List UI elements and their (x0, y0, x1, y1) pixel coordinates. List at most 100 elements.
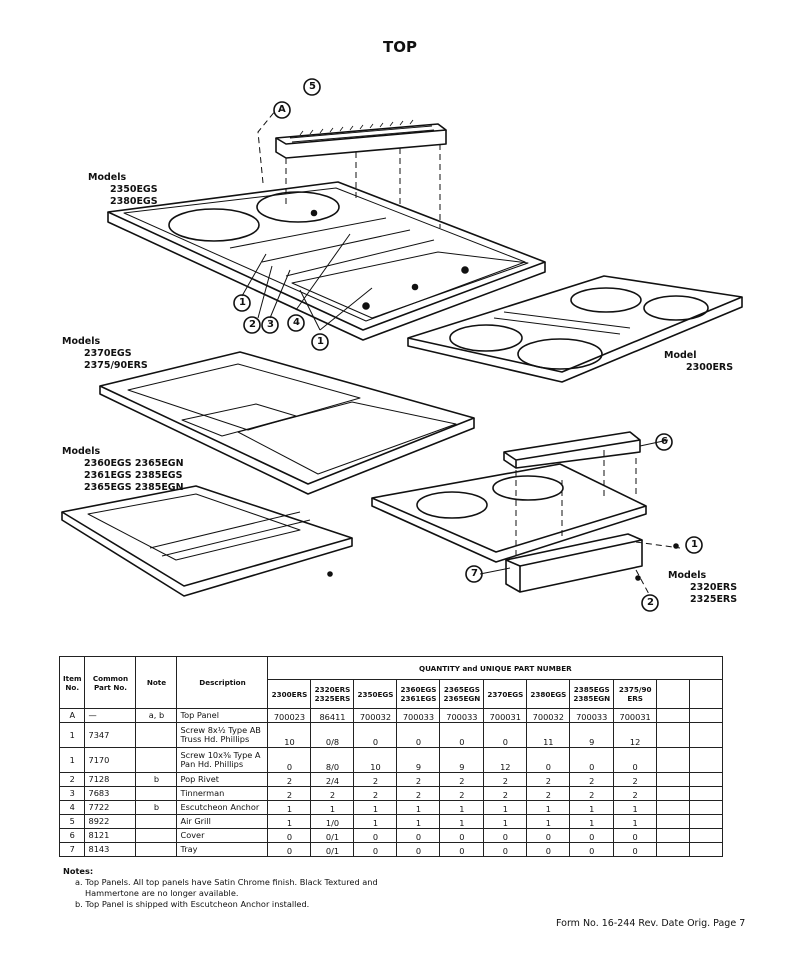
quantity-cell: 0 (569, 828, 615, 843)
note-a-cont: Hammertone are no longer available. (85, 888, 239, 898)
quantity-cell: 0/1 (310, 842, 355, 857)
quantity-cell: 11 (526, 722, 571, 748)
part-number-cell: 7128 (84, 772, 137, 787)
note-cell: b (135, 772, 178, 787)
description-cell: Top Panel (176, 708, 269, 723)
quantity-cell: 2 (310, 786, 355, 801)
item-cell: 7 (58, 842, 86, 857)
quantity-cell: 700033 (439, 708, 485, 723)
quantity-cell: 2 (526, 786, 571, 801)
quantity-cell: 1 (526, 800, 571, 815)
quantity-cell: 1 (396, 800, 441, 815)
quantity-cell: 1 (569, 800, 615, 815)
description-cell: Screw 10x⅜ Type A Pan Hd. Phillips (176, 747, 269, 773)
quantity-cell: 0 (526, 842, 571, 857)
description-cell: Tinnerman (176, 786, 269, 801)
empty-cell (689, 842, 724, 857)
quantity-cell: 0 (613, 828, 658, 843)
header-model: 2385EGS 2385EGN (569, 679, 615, 709)
quantity-cell: 0 (267, 828, 312, 843)
part-number-cell: 7347 (84, 722, 137, 748)
header-model: 2365EGS 2365EGN (439, 679, 485, 709)
quantity-cell: 0 (483, 828, 528, 843)
quantity-cell: 2 (439, 772, 485, 787)
quantity-cell: 1 (267, 800, 312, 815)
quantity-cell: 1 (613, 814, 658, 829)
header-empty (656, 679, 691, 709)
notes-heading: Notes: (63, 866, 94, 876)
model-label-2300: Model 2300ERS (664, 350, 734, 373)
note-cell (135, 722, 178, 748)
callout-1c: 1 (691, 539, 698, 550)
top-panel-2370egs (99, 351, 475, 495)
quantity-cell: 1 (613, 800, 658, 815)
model-label-2350: Models 2350EGS 2380EGS (88, 172, 158, 207)
tray (505, 533, 643, 593)
quantity-cell: 0 (353, 842, 398, 857)
header-model: 2300ERS (267, 679, 312, 709)
quantity-cell: 700023 (267, 708, 312, 723)
note-cell (135, 747, 178, 773)
quantity-cell: 0 (439, 828, 485, 843)
note-cell (135, 786, 178, 801)
header-note: Note (135, 656, 178, 709)
quantity-cell: 12 (613, 722, 658, 748)
quantity-cell: 2 (396, 786, 441, 801)
callout-2a: 2 (249, 319, 256, 330)
empty-cell (689, 786, 724, 801)
quantity-cell: 2 (613, 786, 658, 801)
empty-cell (656, 708, 691, 723)
callout-3: 3 (267, 319, 274, 330)
empty-cell (656, 814, 691, 829)
quantity-cell: 1 (526, 814, 571, 829)
note-cell: b (135, 800, 178, 815)
top-panel-2360egs (61, 485, 353, 597)
empty-cell (656, 828, 691, 843)
empty-cell (656, 722, 691, 748)
part-number-cell: — (84, 708, 137, 723)
quantity-cell: 700031 (613, 708, 658, 723)
quantity-cell: 2 (353, 772, 398, 787)
part-number-cell: 8121 (84, 828, 137, 843)
quantity-cell: 0 (396, 828, 441, 843)
air-grill (275, 119, 447, 159)
empty-cell (689, 722, 724, 748)
empty-cell (689, 708, 724, 723)
header-model: 2320ERS 2325ERS (310, 679, 355, 709)
quantity-cell: 700033 (569, 708, 615, 723)
quantity-cell: 2 (569, 772, 615, 787)
empty-cell (689, 814, 724, 829)
item-cell: 4 (58, 800, 86, 815)
quantity-cell: 2 (483, 772, 528, 787)
part-number-cell: 7170 (84, 747, 137, 773)
quantity-cell: 1 (310, 800, 355, 815)
description-cell: Tray (176, 842, 269, 857)
quantity-cell: 0 (613, 842, 658, 857)
empty-cell (656, 747, 691, 773)
quantity-cell: 9 (439, 747, 485, 773)
callout-1a: 1 (239, 297, 246, 308)
callout-2b: 2 (647, 597, 654, 608)
header-common-part: Common Part No. (84, 656, 137, 709)
quantity-cell: 1 (569, 814, 615, 829)
header-quantity-group: QUANTITY and UNIQUE PART NUMBER (267, 656, 724, 680)
item-cell: 2 (58, 772, 86, 787)
empty-cell (689, 772, 724, 787)
quantity-cell: 0 (267, 842, 312, 857)
top-panel-2300ers (407, 275, 743, 383)
parts-table: Item No. Common Part No. Note Descriptio… (58, 656, 724, 857)
description-cell: Air Grill (176, 814, 269, 829)
note-b: b. Top Panel is shipped with Escutcheon … (75, 899, 310, 909)
quantity-cell: 2 (267, 772, 312, 787)
quantity-cell: 0 (353, 828, 398, 843)
quantity-cell: 0/1 (310, 828, 355, 843)
exploded-diagram (61, 78, 743, 612)
header-model: 2370EGS (483, 679, 528, 709)
quantity-cell: 0 (439, 842, 485, 857)
quantity-cell: 0 (267, 747, 312, 773)
